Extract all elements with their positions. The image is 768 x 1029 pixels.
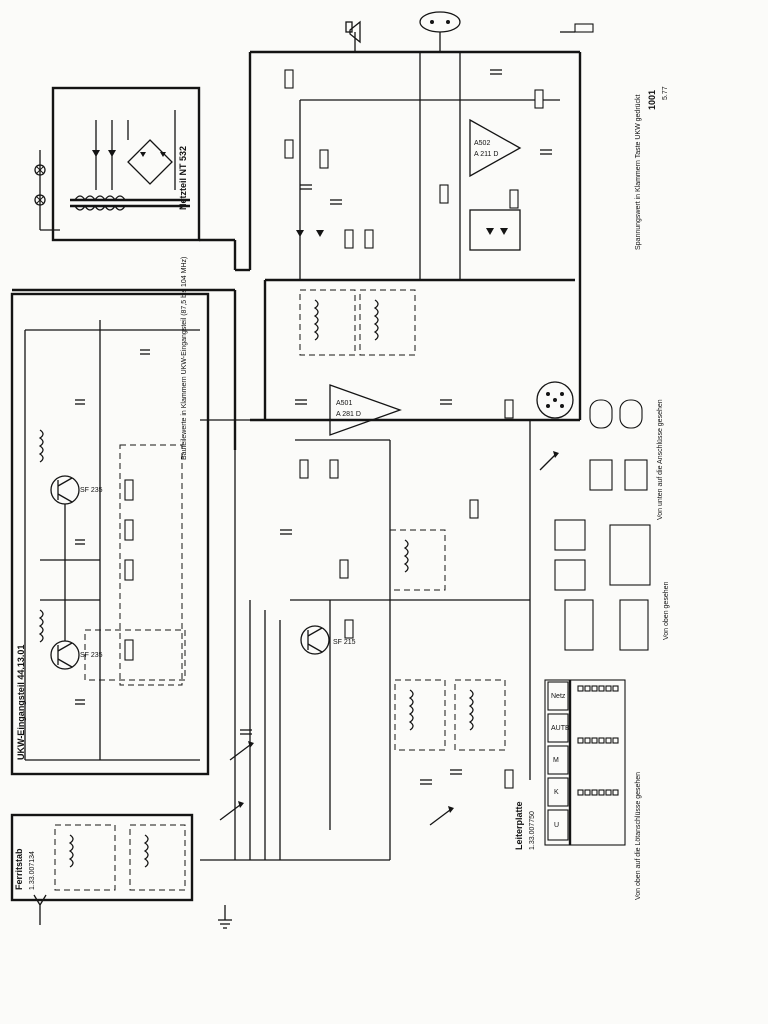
switch-pin-16 xyxy=(598,789,605,796)
a502-ref: A502 xyxy=(474,140,490,147)
switch-panel: Netz AUTB M K U Von oben auf die Lötansc… xyxy=(544,679,642,900)
upper-components xyxy=(284,69,552,251)
switch-pin-13 xyxy=(577,789,584,796)
a501-ref: A501 xyxy=(336,400,352,407)
switch-pin-18 xyxy=(612,789,619,796)
transistor-v501: SF 215 xyxy=(300,625,356,655)
a502-type: A 211 D xyxy=(474,151,498,158)
right-legend: Spannungswert in Klammern Taste UKW gedr… xyxy=(536,86,670,651)
switch-pin-15 xyxy=(591,789,598,796)
switch-pin-8 xyxy=(584,737,591,744)
leiterplatte-number: 1.33.007750 xyxy=(529,811,536,850)
switch-label-k: K xyxy=(554,789,559,796)
switch-pin-12 xyxy=(612,737,619,744)
switch-contact-grid xyxy=(577,685,619,796)
footer-date: 5.77 xyxy=(662,86,669,100)
leiterplatte-title: Leiterplatte xyxy=(514,801,524,850)
board-frame xyxy=(12,50,582,450)
switch-label-netz: Netz xyxy=(551,693,566,700)
speaker-connector xyxy=(345,11,594,52)
switch-pin-4 xyxy=(598,685,605,692)
switch-pin-14 xyxy=(584,789,591,796)
switch-label-u: U xyxy=(554,822,559,829)
netzteil-title: Netzteil NT 532 xyxy=(178,146,188,210)
ukw-title: UKW-Eingangsteil 44.13.01 xyxy=(16,645,26,760)
a501-type: A 281 D xyxy=(336,411,361,418)
ferritstab-title: Ferritstab xyxy=(14,848,24,890)
switch-pin-17 xyxy=(605,789,612,796)
switch-pin-7 xyxy=(577,737,584,744)
ic-a502: A502 A 211 D xyxy=(469,118,522,178)
switch-pin-2 xyxy=(584,685,591,692)
footer-model: 1001 xyxy=(647,90,657,110)
switch-pin-6 xyxy=(612,685,619,692)
leiterplatte-label: Leiterplatte 1.33.007750 xyxy=(514,801,536,850)
central-wiring xyxy=(200,52,575,861)
input-symbols xyxy=(33,451,559,929)
v501-label: SF 215 xyxy=(333,639,356,646)
note-bauteilewerte: Bauteilewerte in Klammern UKW-Eingangste… xyxy=(181,257,188,460)
switch-pin-3 xyxy=(591,685,598,692)
ukw-input-block: UKW-Eingangsteil 44.13.01 Bauteilewerte … xyxy=(10,257,210,776)
netzteil-block: Netzteil NT 532 xyxy=(34,86,201,242)
ferritstab-block: Ferritstab 1.33.007134 xyxy=(10,813,194,902)
switch-pin-11 xyxy=(605,737,612,744)
switch-label-autb: AUTB xyxy=(551,725,570,732)
switch-pin-10 xyxy=(598,737,605,744)
v1-label: SF 235 xyxy=(80,487,103,494)
note-connectors-unten: Von unten auf die Anschlüsse gesehen xyxy=(657,399,664,520)
switch-pin-1 xyxy=(577,685,584,692)
if-filters xyxy=(299,289,506,751)
switch-pin-5 xyxy=(605,685,612,692)
ferritstab-number: 1.33.007134 xyxy=(29,851,36,890)
switch-pin-9 xyxy=(591,737,598,744)
note-connectors-bottom: Von oben auf die Lötanschlüsse gesehen xyxy=(635,772,642,900)
note-spannungswert: Spannungswert in Klammern Taste UKW gedr… xyxy=(635,94,642,250)
v2-label: SF 235 xyxy=(80,652,103,659)
switch-label-m: M xyxy=(553,757,559,764)
ic-a501: A501 A 281 D xyxy=(329,384,402,436)
mid-components xyxy=(240,399,514,789)
note-ic-top: Von oben gesehen xyxy=(663,582,670,640)
